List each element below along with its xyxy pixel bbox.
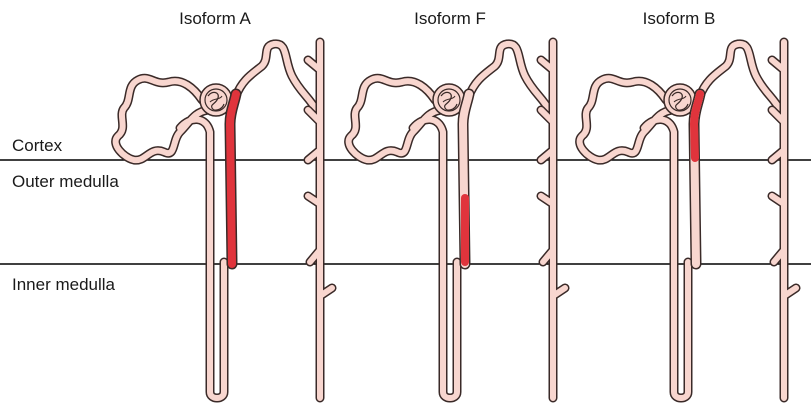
isoform-title-f: Isoform F — [414, 9, 486, 28]
nephron-isoform-f — [349, 42, 565, 398]
zone-label-cortex: Cortex — [12, 136, 63, 155]
isoform-title-b: Isoform B — [643, 9, 716, 28]
zone-label-outer-medulla: Outer medulla — [12, 172, 119, 191]
zone-label-inner-medulla: Inner medulla — [12, 275, 116, 294]
nephron-isoform-a — [116, 42, 332, 398]
isoform-title-a: Isoform A — [179, 9, 251, 28]
nephron-isoform-b — [580, 42, 796, 398]
